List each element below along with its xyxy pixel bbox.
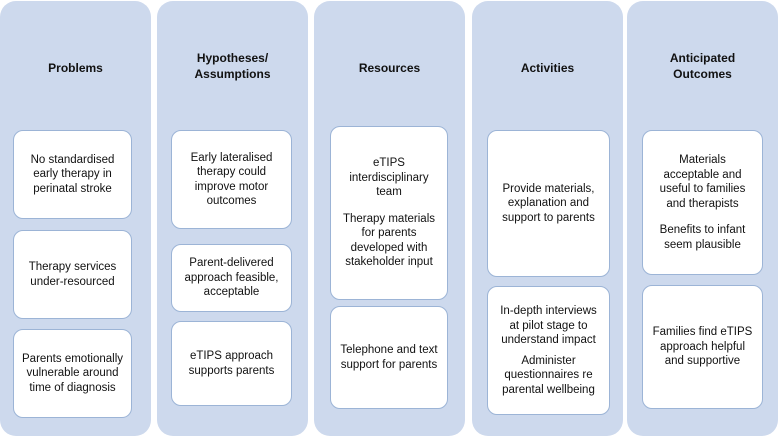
hypothesis-box: Early lateralised therapy could improve …: [171, 130, 292, 229]
column-resources: Resources eTIPS interdisciplinary team T…: [314, 1, 465, 436]
box-text: Parents emotionally vulnerable around ti…: [22, 352, 123, 394]
column-title: Hypotheses/ Assumptions: [194, 51, 271, 81]
hypothesis-box: eTIPS approach supports parents: [171, 321, 292, 406]
box-text: Administer questionnaires re parental we…: [502, 354, 595, 396]
box-text: Parent-delivered approach feasible, acce…: [184, 257, 279, 299]
box-text: Early lateralised therapy could improve …: [190, 151, 273, 208]
column-activities: Activities Provide materials, explanatio…: [472, 1, 623, 436]
column-problems: Problems No standardised early therapy i…: [0, 1, 151, 436]
box-text: Therapy services under-resourced: [28, 261, 117, 288]
hypothesis-box: Parent-delivered approach feasible, acce…: [171, 244, 292, 312]
column-title: Anticipated Outcomes: [669, 51, 736, 81]
box-text: Benefits to infant seem plausible: [659, 224, 746, 251]
activity-box: In-depth interviews at pilot stage to un…: [487, 286, 610, 415]
problem-box: Parents emotionally vulnerable around ti…: [13, 329, 132, 418]
column-title: Resources: [358, 61, 421, 75]
box-text: eTIPS interdisciplinary team: [349, 157, 429, 199]
box-text: Materials acceptable and useful to famil…: [659, 154, 746, 210]
box-text: Telephone and text support for parents: [340, 344, 438, 371]
column-title: Problems: [48, 61, 103, 75]
resource-box: eTIPS interdisciplinary team Therapy mat…: [330, 126, 448, 300]
column-hypotheses: Hypotheses/ Assumptions Early lateralise…: [157, 1, 308, 436]
box-text: No standardised early therapy in perinat…: [30, 153, 115, 195]
box-text: Families find eTIPS approach helpful and…: [652, 326, 753, 368]
outcome-box: Materials acceptable and useful to famil…: [642, 130, 763, 275]
column-title: Activities: [520, 61, 575, 75]
problem-box: Therapy services under-resourced: [13, 230, 132, 319]
box-text: Therapy materials for parents developed …: [342, 212, 436, 269]
problem-box: No standardised early therapy in perinat…: [13, 130, 132, 219]
outcome-box: Families find eTIPS approach helpful and…: [642, 285, 763, 409]
box-text: Provide materials, explanation and suppo…: [502, 182, 595, 224]
box-text: In-depth interviews at pilot stage to un…: [500, 305, 597, 346]
box-text: eTIPS approach supports parents: [188, 350, 275, 377]
resource-box: Telephone and text support for parents: [330, 306, 448, 409]
column-outcomes: Anticipated Outcomes Materials acceptabl…: [627, 1, 778, 436]
activity-box: Provide materials, explanation and suppo…: [487, 130, 610, 277]
